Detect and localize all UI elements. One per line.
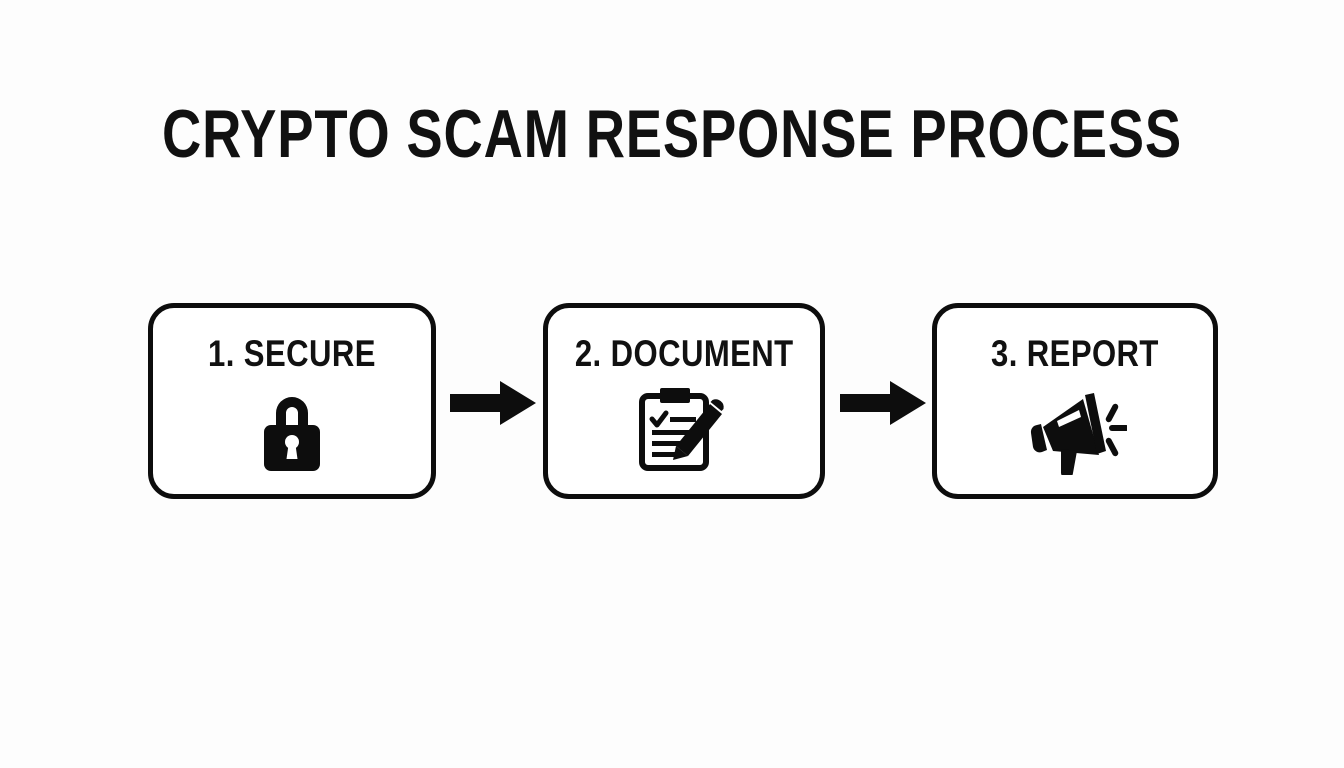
step-label-report: 3. REPORT — [991, 333, 1159, 374]
megaphone-icon — [1023, 382, 1127, 478]
arrow-right-icon-2 — [840, 381, 926, 425]
padlock-icon — [261, 382, 323, 478]
process-flow: 1. SECURE 2. DOCUMENT — [148, 303, 1218, 499]
step-box-report[interactable]: 3. REPORT — [932, 303, 1218, 499]
step-label-secure: 1. SECURE — [208, 333, 376, 374]
step-label-document: 2. DOCUMENT — [574, 333, 794, 374]
clipboard-pencil-icon — [638, 382, 730, 478]
arrow-right-icon-1 — [450, 381, 536, 425]
step-box-document[interactable]: 2. DOCUMENT — [543, 303, 825, 499]
page-title: CRYPTO SCAM RESPONSE PROCESS — [162, 96, 1182, 172]
step-box-secure[interactable]: 1. SECURE — [148, 303, 436, 499]
